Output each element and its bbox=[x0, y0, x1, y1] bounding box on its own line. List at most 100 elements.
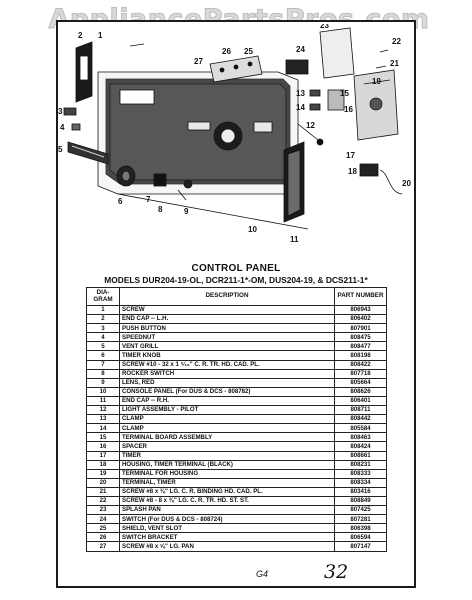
part-number-cell: 808442 bbox=[334, 414, 387, 425]
lens-drawing bbox=[183, 179, 193, 189]
callout-17: 17 bbox=[346, 151, 355, 160]
diagram-number-cell: 9 bbox=[86, 377, 120, 388]
part-number-cell: 808334 bbox=[334, 477, 387, 488]
callout-24: 24 bbox=[296, 45, 305, 54]
description-cell: SWITCH (For DUS & DCS - 808724) bbox=[119, 514, 335, 525]
diagram-number-cell: 8 bbox=[86, 368, 120, 379]
description-cell: SCREW #8 - 8 x ⅜" LG. C. R. TR. HD. ST. … bbox=[119, 495, 335, 507]
diagram-number-cell: 6 bbox=[86, 350, 120, 361]
part-number-cell: 807425 bbox=[334, 505, 387, 516]
description-cell: LENS, RED bbox=[119, 377, 335, 388]
callout-10: 10 bbox=[248, 225, 257, 234]
diagram-number-cell: 18 bbox=[86, 459, 120, 470]
part-number-cell: 806943 bbox=[334, 304, 387, 316]
callout-1: 1 bbox=[98, 31, 103, 40]
description-cell: TERMINAL FOR HOUSING bbox=[119, 468, 335, 479]
end-cap-right-drawing bbox=[283, 141, 305, 223]
description-cell: TIMER bbox=[119, 450, 335, 461]
table-header-row: DIA- GRAM DESCRIPTION PART NUMBER bbox=[86, 287, 387, 306]
header-part-number: PART NUMBER bbox=[334, 287, 387, 306]
terminal-wire-drawing bbox=[379, 169, 403, 195]
description-cell: SHIELD, VENT SLOT bbox=[119, 523, 335, 534]
part-number-cell: 807281 bbox=[334, 514, 387, 525]
part-number-cell: 808626 bbox=[334, 386, 387, 397]
callout-8: 8 bbox=[158, 205, 163, 214]
callout-25: 25 bbox=[244, 47, 253, 56]
part-number-cell: 806594 bbox=[334, 532, 387, 543]
diagram-number-cell: 17 bbox=[86, 450, 120, 461]
light-assembly-drawing bbox=[297, 123, 324, 146]
callout-22: 22 bbox=[392, 37, 401, 46]
switch-bracket-drawing bbox=[209, 55, 263, 83]
description-cell: SPLASH PAN bbox=[119, 505, 335, 516]
console-panel-drawing bbox=[97, 71, 309, 230]
description-cell: SCREW #8 x ⅜" LG. C. R. BINDING HD. CAD.… bbox=[119, 486, 335, 497]
part-number-cell: 808849 bbox=[334, 495, 387, 507]
callout-16: 16 bbox=[344, 105, 353, 114]
part-number-cell: 807147 bbox=[334, 541, 387, 552]
callout-7: 7 bbox=[146, 195, 151, 204]
diagram-number-cell: 21 bbox=[86, 486, 120, 497]
part-number-cell: 807718 bbox=[334, 368, 387, 379]
description-cell: TERMINAL, TIMER bbox=[119, 477, 335, 488]
splash-pan-drawing bbox=[319, 27, 355, 79]
diagram-number-cell: 25 bbox=[86, 523, 120, 534]
callout-11: 11 bbox=[290, 235, 299, 244]
vent-grill-drawing bbox=[67, 141, 109, 165]
models-line: MODELS DUR204-19-OL, DCR211-1*-OM, DUS20… bbox=[104, 275, 368, 285]
description-cell: SWITCH BRACKET bbox=[119, 532, 335, 543]
diagram-number-cell: 20 bbox=[86, 477, 120, 488]
description-cell: SCREW #10 - 32 x 1 ⁵⁄₁₆" C. R. TR. HD. C… bbox=[119, 359, 335, 370]
part-number-cell: 808231 bbox=[334, 459, 387, 470]
diagram-number-cell: 1 bbox=[86, 304, 120, 316]
part-number-cell: 808477 bbox=[334, 341, 387, 352]
part-number-cell: 808424 bbox=[334, 441, 387, 452]
description-cell: LIGHT ASSEMBLY - PILOT bbox=[119, 405, 335, 416]
description-cell: TERMINAL BOARD ASSEMBLY bbox=[119, 432, 335, 443]
timer-drawing bbox=[353, 69, 399, 141]
page-number: 32 bbox=[324, 561, 349, 583]
callout-18: 18 bbox=[348, 167, 357, 176]
description-cell: END CAP -- L.H. bbox=[119, 314, 335, 325]
description-cell: HOUSING, TIMER TERMINAL (BLACK) bbox=[119, 459, 335, 470]
diagram-number-cell: 2 bbox=[86, 314, 120, 325]
description-cell: CLAMP bbox=[119, 423, 335, 434]
diagram-number-cell: 11 bbox=[86, 395, 120, 407]
diagram-number-cell: 4 bbox=[86, 332, 120, 343]
housing-drawing bbox=[359, 163, 379, 177]
header-description: DESCRIPTION bbox=[119, 287, 335, 306]
description-cell: PUSH BUTTON bbox=[119, 323, 335, 334]
callout-9: 9 bbox=[184, 207, 189, 216]
diagram-number-cell: 27 bbox=[86, 541, 120, 552]
callout-12: 12 bbox=[306, 121, 315, 130]
diagram-number-cell: 7 bbox=[86, 359, 120, 370]
description-cell: SPEEDNUT bbox=[119, 332, 335, 343]
part-number-cell: 808475 bbox=[334, 332, 387, 343]
callout-27: 27 bbox=[194, 57, 203, 66]
part-number-cell: 808711 bbox=[334, 405, 387, 416]
exploded-parts-diagram: 1 2 3 4 5 6 7 8 9 10 11 12 13 14 15 16 1… bbox=[58, 24, 411, 244]
diagram-number-cell: 23 bbox=[86, 505, 120, 516]
description-cell: SPACER bbox=[119, 441, 335, 452]
part-number-cell: 808422 bbox=[334, 359, 387, 370]
description-cell: CONSOLE PANEL (For DUS & DCS - 808782) bbox=[119, 386, 335, 397]
timer-knob-drawing bbox=[116, 165, 136, 187]
callout-19: 19 bbox=[372, 77, 381, 86]
diagram-number-cell: 10 bbox=[86, 386, 120, 397]
callout-5: 5 bbox=[58, 145, 63, 154]
